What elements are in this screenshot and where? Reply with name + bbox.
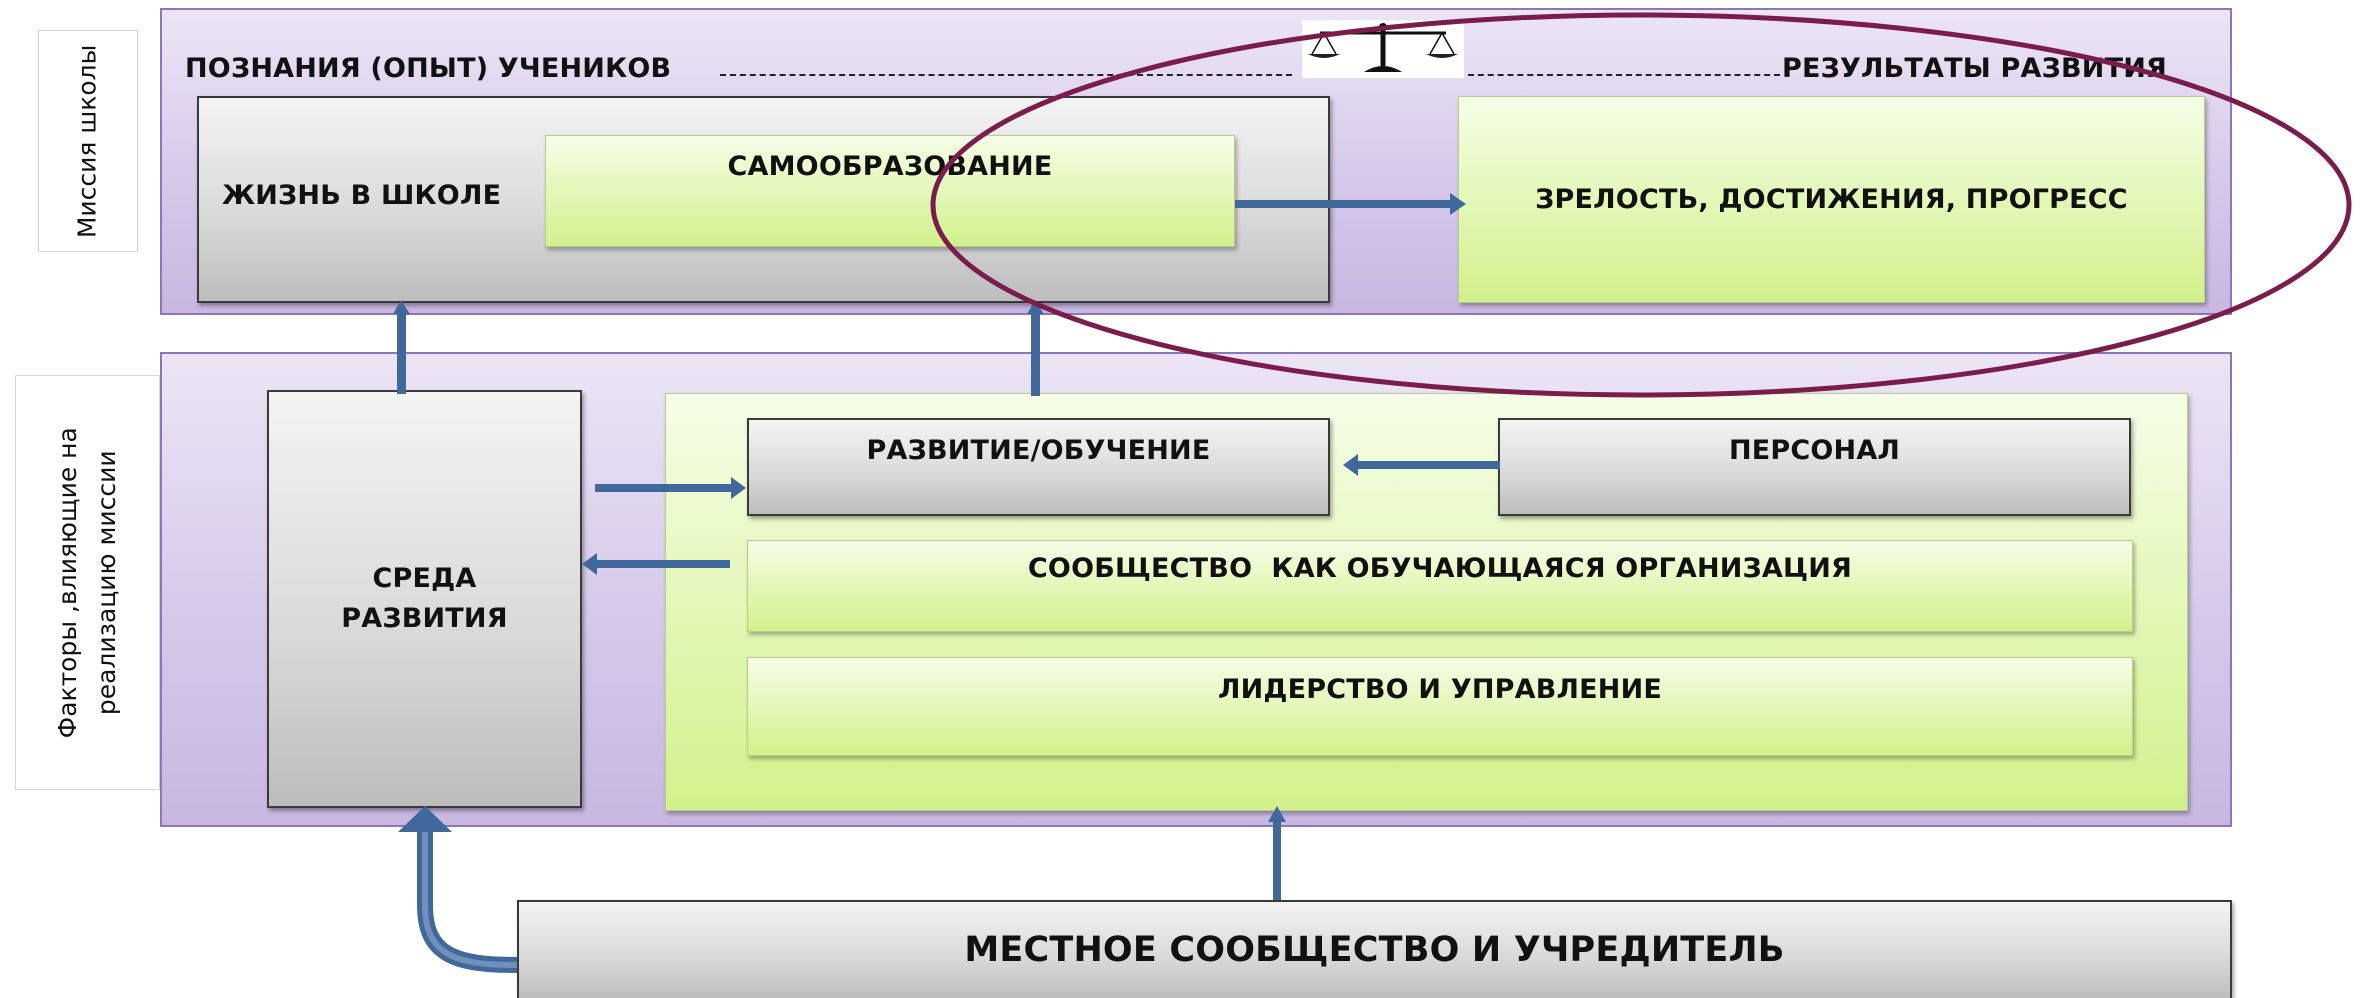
- arrow-center-to-life-shaft: [1031, 312, 1040, 396]
- development-box: РАЗВИТИЕ/ОБУЧЕНИЕ: [747, 418, 1330, 516]
- arrow-environment-to-development: [595, 484, 731, 492]
- arrow-personnel-to-development-head: [1343, 454, 1358, 476]
- results-highlight-ellipse: [930, 12, 2352, 398]
- environment-label-line1: СРЕДА: [372, 563, 477, 594]
- arrow-local-to-panel-head: [1268, 806, 1286, 822]
- arrow-self-education-to-maturity: [1235, 200, 1450, 208]
- self-education-box: САМООБРАЗОВАНИЕ: [545, 135, 1235, 247]
- development-label: РАЗВИТИЕ/ОБУЧЕНИЕ: [866, 435, 1211, 466]
- arrow-environment-to-development-head: [731, 477, 746, 499]
- maturity-label: ЗРЕЛОСТЬ, ДОСТИЖЕНИЯ, ПРОГРЕСС: [1535, 184, 2128, 215]
- results-label: РЕЗУЛЬТАТЫ РАЗВИТИЯ: [1782, 53, 2167, 84]
- leadership-box: ЛИДЕРСТВО И УПРАВЛЕНИЕ: [747, 657, 2133, 756]
- arrow-personnel-to-development: [1358, 461, 1500, 469]
- factors-side-label: Факторы ,влияющие на реализацию миссии: [15, 375, 160, 790]
- personnel-box: ПЕРСОНАЛ: [1498, 418, 2131, 516]
- personnel-label: ПЕРСОНАЛ: [1728, 435, 1901, 466]
- community-label: СООБЩЕСТВО КАК ОБУЧАЮЩАЯСЯ ОРГАНИЗАЦИЯ: [1027, 553, 1853, 584]
- arrow-community-to-environment: [597, 560, 730, 568]
- mission-side-label: Миссия школы: [38, 30, 138, 252]
- results-dashed-line: [1468, 74, 1780, 76]
- arrow-local-to-panel-shaft: [1273, 820, 1281, 900]
- maturity-box: ЗРЕЛОСТЬ, ДОСТИЖЕНИЯ, ПРОГРЕСС: [1458, 96, 2205, 303]
- arrow-self-education-to-maturity-head: [1450, 193, 1466, 215]
- curved-arrow-head: [398, 806, 452, 832]
- local-community-label: МЕСТНОЕ СООБЩЕСТВО И УЧРЕДИТЕЛЬ: [964, 930, 1785, 970]
- environment-label-line2: РАЗВИТИЯ: [341, 603, 508, 634]
- arrow-center-to-life-head: [1027, 300, 1044, 314]
- arrow-environment-to-life-shaft: [397, 312, 406, 394]
- knowledge-dashed-line: [720, 74, 1292, 76]
- community-box: СООБЩЕСТВО КАК ОБУЧАЮЩАЯСЯ ОРГАНИЗАЦИЯ: [747, 540, 2133, 632]
- local-community-box: МЕСТНОЕ СООБЩЕСТВО И УЧРЕДИТЕЛЬ: [517, 900, 2232, 998]
- arrow-environment-to-life-head: [393, 300, 410, 314]
- self-education-label: САМООБРАЗОВАНИЕ: [727, 151, 1053, 182]
- leadership-label: ЛИДЕРСТВО И УПРАВЛЕНИЕ: [1217, 674, 1663, 705]
- environment-box: СРЕДА РАЗВИТИЯ: [267, 390, 582, 808]
- curved-arrow-local-to-environment-inner: [422, 830, 518, 968]
- knowledge-label: ПОЗНАНИЯ (ОПЫТ) УЧЕНИКОВ: [185, 53, 672, 84]
- life-in-school-label: ЖИЗНЬ В ШКОЛЕ: [222, 180, 502, 211]
- arrow-community-to-environment-head: [582, 553, 597, 575]
